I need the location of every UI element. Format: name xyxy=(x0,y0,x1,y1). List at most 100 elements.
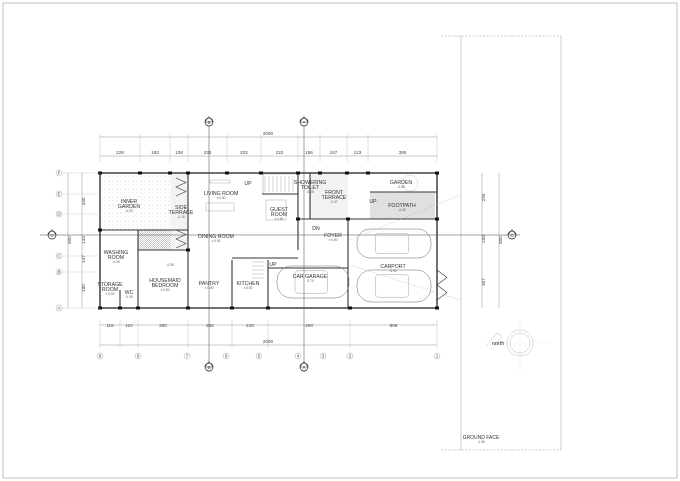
dimension-label: 156 xyxy=(305,150,313,155)
room-label: LIVING ROOM± 0.00 xyxy=(204,191,239,200)
room-name: FOOTPATH xyxy=(388,203,416,209)
dimension-label: 210 xyxy=(246,323,254,328)
dimension-label: 110 xyxy=(125,323,133,328)
room-label: CAR GARAGE-0.70 xyxy=(293,274,328,283)
dimension-label: 157 xyxy=(330,150,338,155)
room-label: FOYER± 0.00 xyxy=(324,233,342,242)
dimension-label: 228 xyxy=(116,150,124,155)
room-level: ± 0.00 xyxy=(212,239,221,243)
dimension-label: 385 xyxy=(399,150,407,155)
room-level: -0.15 xyxy=(177,215,184,219)
room-name: CAR GARAGE xyxy=(293,274,328,280)
dimension-label: 307 xyxy=(481,278,486,286)
dimension-label: 506 xyxy=(390,323,398,328)
ground-face-label: GROUND FACE xyxy=(463,435,500,441)
room-name: KITCHEN xyxy=(237,281,260,287)
grid-column-label: 5 xyxy=(258,354,261,359)
dimension-label: 147 xyxy=(81,255,86,263)
dimension-label: 200 xyxy=(481,235,486,243)
walls xyxy=(99,172,438,309)
dimension-label: 493 xyxy=(305,323,313,328)
dimension-label: 118 xyxy=(106,323,114,328)
dimension-total-right: 800 xyxy=(498,236,503,244)
room-level: ± 0.00 xyxy=(205,286,214,290)
room-level: ± 0.00 xyxy=(161,288,170,292)
ground-face-level: -1.90 xyxy=(477,440,484,444)
grid-column-label: 6 xyxy=(225,354,228,359)
room-label: FOOTPATH-0.65 xyxy=(388,203,416,212)
grid-row-label: B xyxy=(57,270,60,275)
room-level: -0.65 xyxy=(397,185,404,189)
room-label: WC-0.05 xyxy=(125,290,134,299)
room-level: ± 0.00 xyxy=(244,286,253,290)
up-label: UP xyxy=(269,262,277,268)
grid-row-label: C xyxy=(57,254,61,259)
room-level: ± 0.00 xyxy=(106,292,115,296)
grid-column-label: 1 xyxy=(436,354,439,359)
room-name: GARDEN xyxy=(390,180,412,186)
room-level: -0.65 xyxy=(398,208,405,212)
section-marker: C xyxy=(50,233,54,238)
grid-row-label: F xyxy=(58,171,61,176)
dimension-label: 203 xyxy=(240,150,248,155)
grid-column-label: 8 xyxy=(137,354,140,359)
dimension-label: 123 xyxy=(354,150,362,155)
section-marker: B xyxy=(207,120,210,125)
grid-column-label: 2 xyxy=(349,354,352,359)
grid-row-label: E xyxy=(57,192,60,197)
north-label: north xyxy=(492,341,505,347)
down-label: DN xyxy=(312,226,320,232)
dimension-label: 262 xyxy=(206,323,214,328)
room-level: -0.05 xyxy=(112,260,119,264)
room-label: KITCHEN± 0.00 xyxy=(237,281,260,290)
room-name: PANTRY xyxy=(199,281,220,287)
dimension-total-top: 2000 xyxy=(263,131,274,136)
room-level: -0.05 xyxy=(125,295,132,299)
room-label: DINING ROOM± 0.00 xyxy=(198,234,234,243)
dimension-label: 233 xyxy=(204,150,212,155)
dimension-label: 180 xyxy=(81,284,86,292)
room-level: ± 0.00 xyxy=(329,238,338,242)
room-level: -0.05 xyxy=(306,190,313,194)
dimension-total-left: 800 xyxy=(67,236,72,244)
grid-column-label: 7 xyxy=(186,354,189,359)
room-name: LIVING ROOM xyxy=(204,191,239,197)
room-level: -0.07 xyxy=(330,200,337,204)
room-name: FOYER xyxy=(324,233,342,239)
dimension-label: 293 xyxy=(481,193,486,201)
dimension-label: 222 xyxy=(276,150,284,155)
room-name: CARPORT xyxy=(380,264,406,270)
dimension-label: 183 xyxy=(151,150,159,155)
grid-column-label: 3 xyxy=(322,354,325,359)
ground-face-panel xyxy=(441,35,562,451)
section-marker: A xyxy=(302,365,306,370)
level-label: -0.05 xyxy=(166,263,173,267)
room-name: DINING ROOM xyxy=(198,234,234,240)
room-label: PANTRY± 0.00 xyxy=(199,281,220,290)
up-label: UP xyxy=(244,181,252,187)
dimension-label: 133 xyxy=(81,236,86,244)
room-level: ± 0.00 xyxy=(275,217,284,221)
room-level: ± 0.00 xyxy=(217,196,226,200)
dimension-total-bottom: 2000 xyxy=(263,339,274,344)
grid-column-label: 4 xyxy=(297,354,300,359)
up-label: UP xyxy=(369,199,377,205)
